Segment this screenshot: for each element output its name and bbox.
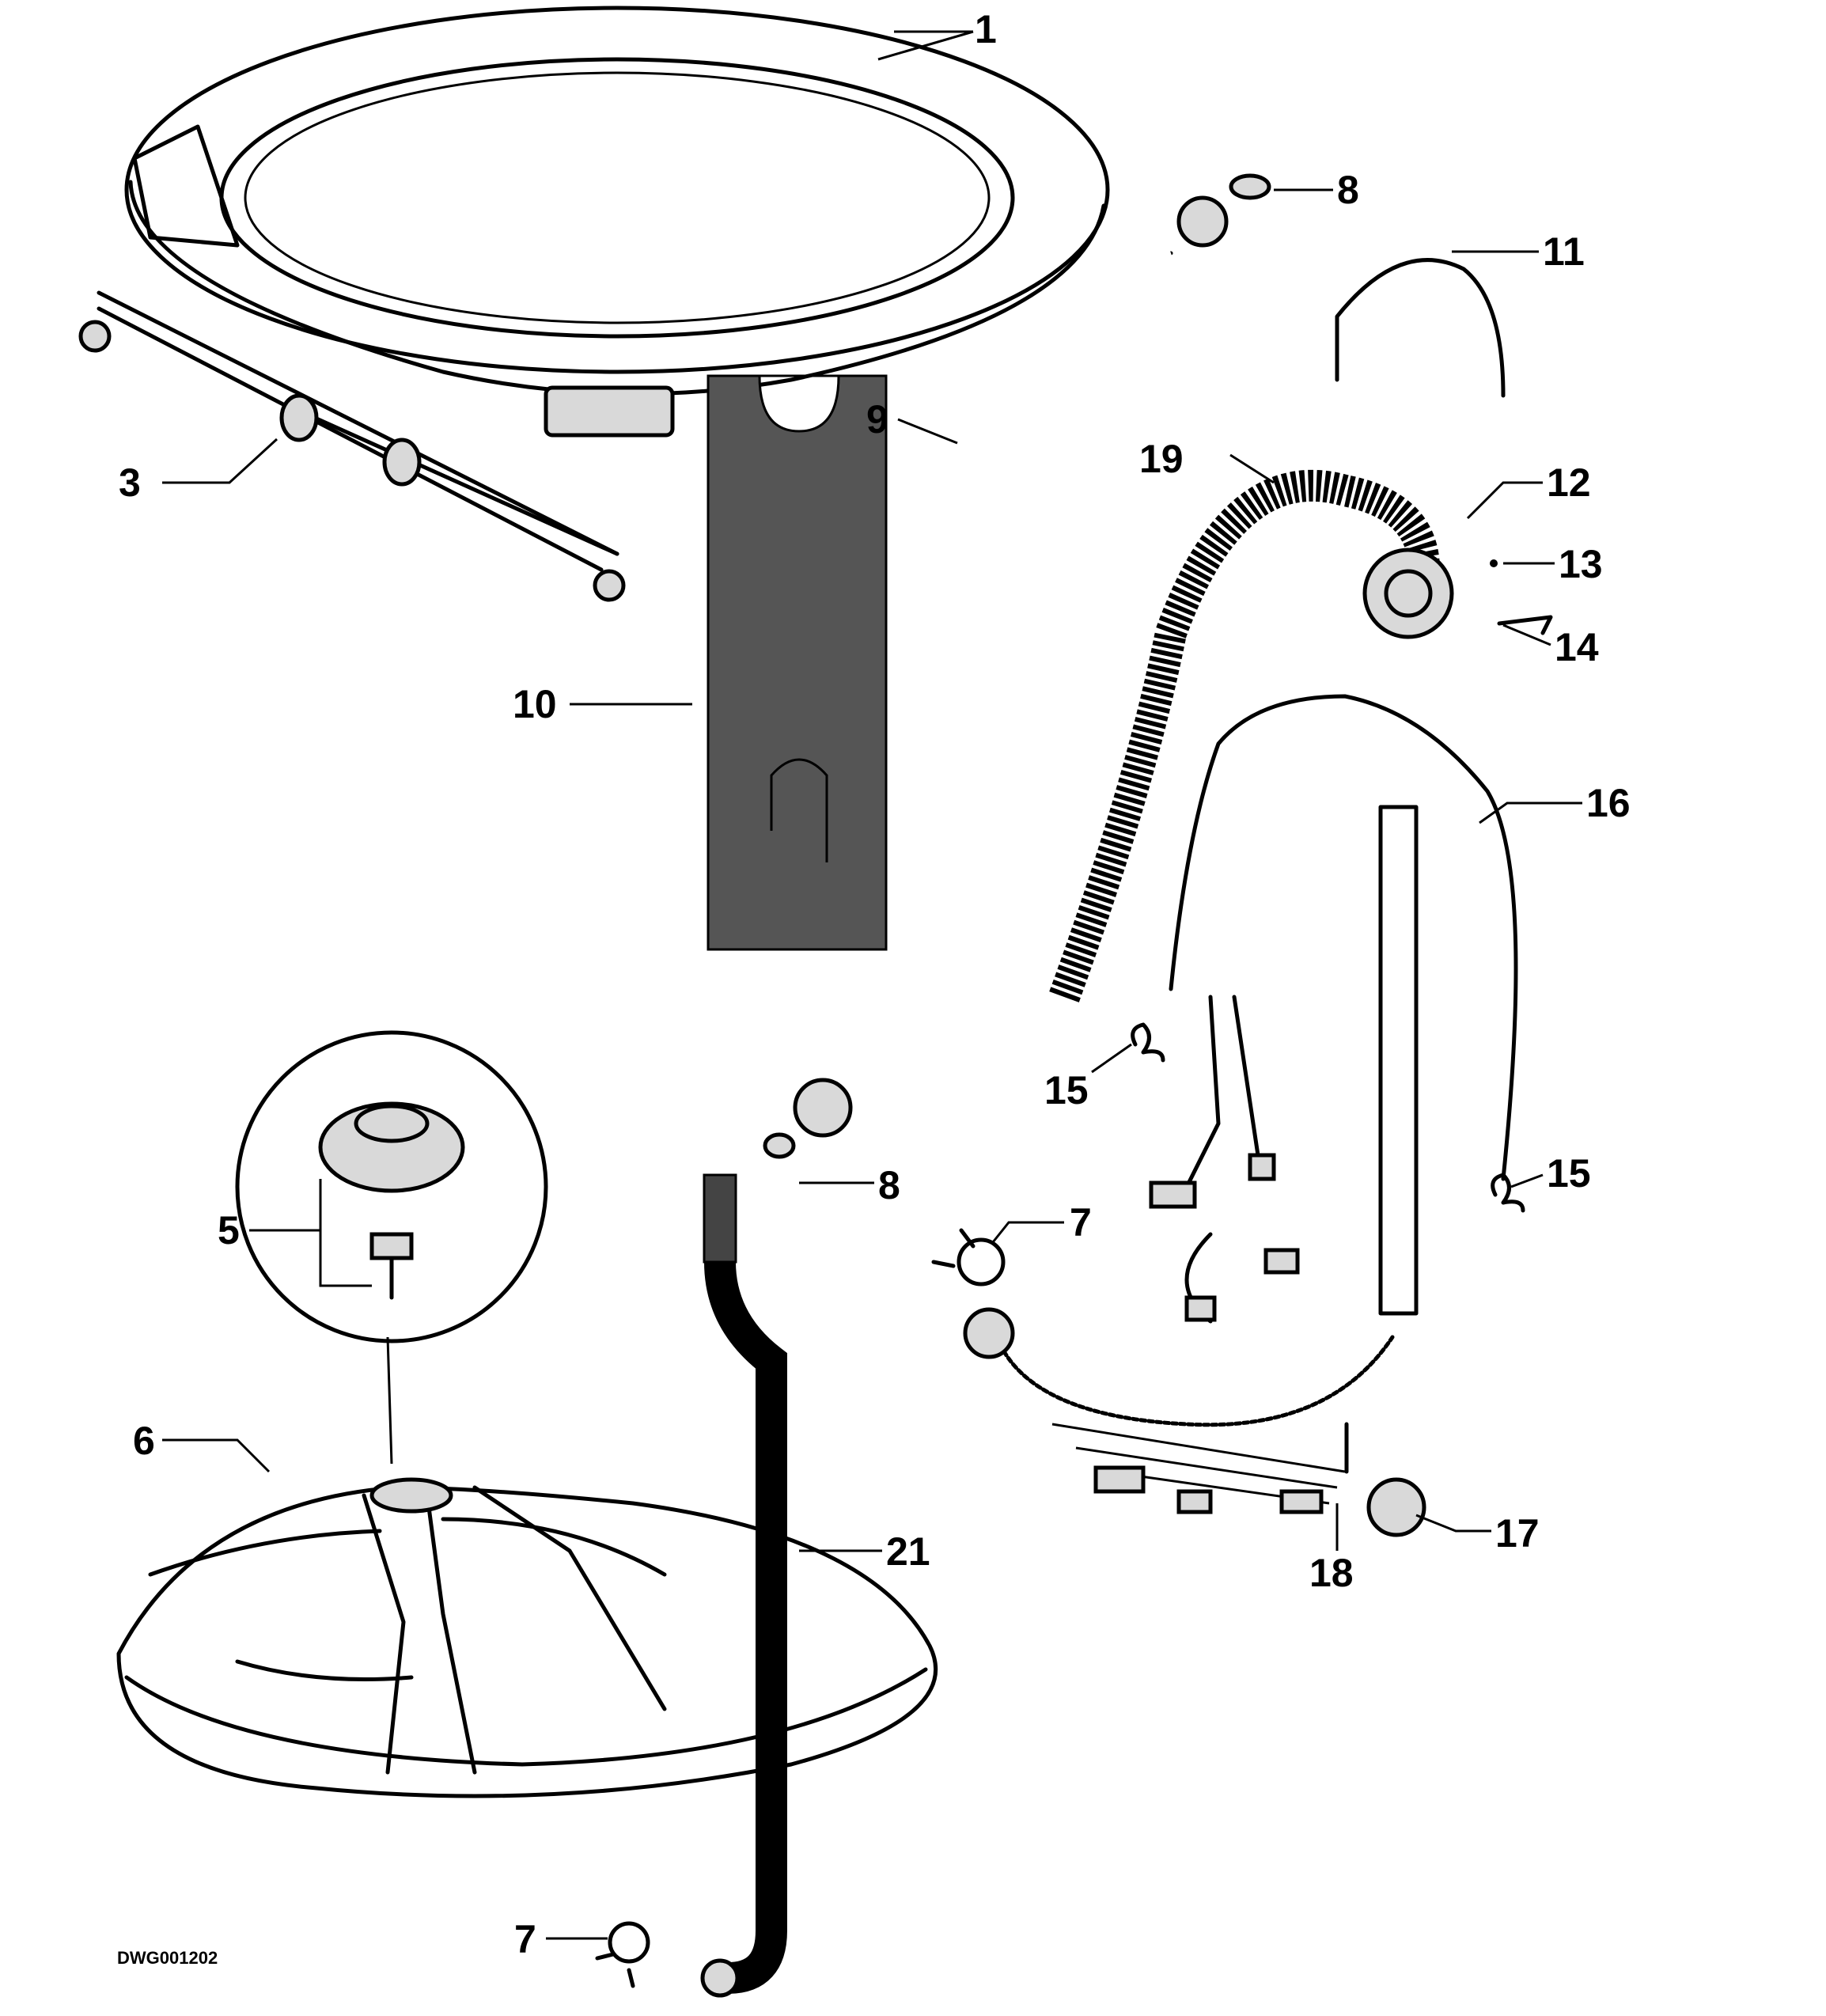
tub-brace-part <box>78 290 626 602</box>
callout-label-9: 9 <box>866 397 888 441</box>
callout-label-15-left: 15 <box>1044 1068 1089 1112</box>
callout-label-16: 16 <box>1586 781 1631 825</box>
callout-label-17: 17 <box>1495 1511 1540 1556</box>
callout-label-21: 21 <box>886 1529 930 1574</box>
callout-label-5: 5 <box>218 1208 240 1252</box>
callout-label-8-top: 8 <box>1337 168 1359 212</box>
callout-label-19: 19 <box>1139 437 1184 481</box>
agitator-cap-part <box>235 1030 548 1343</box>
callout-label-7-top: 7 <box>1070 1200 1092 1245</box>
grommet-part-top <box>1229 173 1271 200</box>
hose-clamp-part-top <box>957 1237 1006 1287</box>
callout-label-18: 18 <box>1309 1551 1354 1595</box>
grommet-part-bottom <box>763 1132 796 1159</box>
drawing-code: DWG001202 <box>117 1948 218 1968</box>
callout-label-1: 1 <box>975 7 997 51</box>
hose-clamp-part-bottom-tab <box>595 1952 635 1988</box>
impeller-part <box>116 1477 938 1798</box>
callout-label-13: 13 <box>1559 542 1603 586</box>
callout-label-14: 14 <box>1555 625 1599 669</box>
clip-part <box>1497 615 1553 635</box>
screw-part <box>1490 559 1498 567</box>
callout-label-3: 3 <box>119 460 141 505</box>
callout-label-11: 11 <box>1543 229 1585 274</box>
clip-part-15b <box>1491 1173 1525 1213</box>
wire-harness-part <box>1149 694 1518 1324</box>
leader-lines <box>162 30 1582 1940</box>
callout-label-8-bottom: 8 <box>878 1163 900 1207</box>
callout-label-10: 10 <box>513 682 557 726</box>
tub-ring-part <box>124 6 1110 438</box>
standpipe-part <box>700 1173 787 1998</box>
callout-label-6: 6 <box>133 1419 155 1463</box>
drain-hose-part <box>1049 469 1440 1002</box>
callout-label-7-bottom: 7 <box>514 1917 536 1961</box>
pump-part <box>1362 548 1454 639</box>
callout-label-12: 12 <box>1547 460 1591 505</box>
inlet-hose-part <box>793 195 1229 1138</box>
drain-tube-part <box>963 805 1426 1537</box>
clip-part-15a <box>1131 1022 1165 1063</box>
hose-bracket-part <box>1335 258 1506 398</box>
hose-clamp-part-bottom <box>608 1921 650 1964</box>
hose-clamp-part-top-tab <box>931 1228 976 1268</box>
instruction-tag-part <box>707 374 888 951</box>
callout-label-15-right: 15 <box>1547 1151 1591 1196</box>
